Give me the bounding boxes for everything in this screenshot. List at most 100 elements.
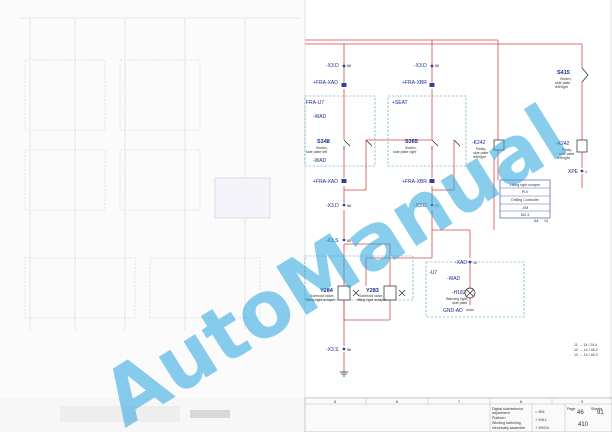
solenoid-box (304, 255, 414, 301)
label-fra-u7: FRA-U7 (306, 100, 324, 106)
s365-desc-1: Switch, (405, 146, 417, 150)
terminal-x3s-mid (342, 238, 346, 242)
switch-s365-contact-b (453, 139, 461, 147)
plc-line5: DI2.3 (521, 213, 530, 217)
label-h182: -H182 (452, 290, 466, 296)
connector-fra-xbr-mid (429, 179, 435, 183)
plc-title: Lifting right scraper (510, 183, 541, 187)
s415-desc-3: left/right (555, 85, 568, 89)
labels: -X3.D 66 -X3.D 65 +FRA-XAD +FRA-XBR FRA-… (306, 63, 587, 353)
tb-code-2: + MILL (535, 417, 548, 422)
fra-u7-box (304, 95, 376, 167)
label-wad-1: -WAD (313, 114, 327, 120)
dashed-boxes (304, 95, 525, 318)
s348-desc-2: side plate left (306, 150, 327, 154)
label-xpe: XPE (568, 169, 579, 175)
connectors (341, 64, 584, 351)
y284-desc-1: Solenoid valve, (310, 294, 334, 298)
warning-light-h182 (464, 287, 476, 299)
ground-symbols (340, 309, 474, 377)
faded-left-page (0, 0, 305, 432)
tb-code-3: + EBOX (535, 425, 550, 430)
terminal-x3d-mid-left (342, 203, 346, 207)
pin-x3s-mid: 85 (347, 239, 351, 243)
s348-desc-1: Switch, (316, 146, 328, 150)
tb-desc-2: adjustment (492, 411, 510, 415)
column-number-6: 6 (396, 399, 399, 404)
terminal-xad (468, 260, 472, 264)
ground-bottom-icon (340, 371, 348, 377)
tb-desc-4: Winding switching (492, 421, 521, 425)
y283-desc-1: Solenoid valve, (359, 294, 383, 298)
plc-line3: Drilling Controller (511, 198, 539, 202)
s415-desc-2: side plate (555, 81, 570, 85)
solenoid-y284 (337, 285, 351, 301)
s365-desc-2: side plate right (393, 150, 416, 154)
label-k242-right: -K242 (556, 141, 570, 147)
terminal-x3d-right (430, 64, 434, 68)
switches (343, 67, 589, 153)
label-fra-xad-mid: +FRA-XAD (313, 179, 338, 185)
y283-desc-2: lifting right scraper (357, 298, 387, 302)
tb-page-label: Page (567, 407, 575, 411)
label-y284: Y284 (320, 288, 334, 294)
label-x3d-left: -X3.D (326, 63, 339, 69)
tb-desc-1: Digital side/selector (492, 407, 524, 411)
label-u7: -U7 (429, 270, 437, 276)
label-k242-mid: -K242 (472, 140, 486, 146)
relay-k242-mid-contact (493, 139, 505, 151)
label-x3s-bottom: -X3.S (326, 347, 339, 353)
u7-box (425, 261, 525, 318)
wiring (305, 39, 583, 372)
pin-x3d-right: 65 (435, 64, 439, 68)
h182-desc-2: side plate (452, 301, 467, 305)
switch-s348-contact (343, 139, 351, 150)
column-number-8: 8 (520, 399, 523, 404)
pin-xad: 10 (473, 261, 477, 265)
label-y283: Y283 (366, 288, 379, 294)
tb-code-1: = BM (535, 409, 544, 414)
plc-line2: PLV (522, 190, 529, 194)
label-fra-xbr-top: +FRA-XBR (402, 80, 427, 86)
label-x3d-right: -X3.D (414, 63, 427, 69)
label-gnd-ad: GND-AD (443, 308, 463, 314)
label-s365: S365 (405, 139, 418, 145)
k242-mid-desc-3: left/right (473, 155, 486, 159)
h182-desc-1: Warning light, (446, 297, 468, 301)
label-x3d-mid-left: -X3.D (326, 203, 339, 209)
tb-desc-5: electrically assemble (492, 426, 525, 430)
label-fra-xad-top: +FRA-XAD (313, 80, 338, 86)
label-x3d-mid-right: -X3.D (414, 203, 427, 209)
tb-sheet-label: Sheets (591, 407, 602, 411)
k242-mid-desc-1: Relay, (476, 147, 486, 151)
tb-sheet-no: 91 (597, 410, 604, 416)
s415-desc-1: Switch, (560, 77, 572, 81)
terminal-x3d-mid-right (430, 203, 434, 207)
label-wad-2: -WAD (313, 158, 327, 164)
column-number-9: 9 (581, 399, 584, 404)
plc-pin-right: 14 (544, 219, 548, 223)
label-s348: S348 (317, 139, 330, 145)
k242-right-desc-1: Relay, (562, 148, 572, 152)
valve-y283-icon (398, 289, 406, 297)
connector-fra-xbr-top (429, 83, 435, 87)
pin-x3s-bottom: 86 (347, 348, 351, 352)
terminal-xpe (580, 169, 584, 173)
cross-ref-3: 13 → 14 / 46.3 (574, 353, 598, 357)
switch-s348-contact-b (365, 139, 373, 147)
switch-s415-contact (581, 67, 589, 83)
pin-x3d-mid-right: 71 (435, 204, 439, 208)
column-number-7: 7 (458, 399, 461, 404)
k242-right-desc-2: side plate (559, 152, 574, 156)
cross-ref-1: 11 → 14 / 24.4 (574, 343, 597, 347)
label-xad: -XAD (455, 260, 467, 266)
relay-k242-coil (576, 139, 588, 153)
pin-x3d-mid-left: 68 (347, 204, 351, 208)
cross-ref-2: 12 → 14 / 46.2 (574, 348, 598, 352)
plc-pin-left: A4 (534, 219, 538, 223)
connector-fra-xad-top (341, 83, 347, 87)
tb-doc-no: 410 (578, 422, 589, 428)
seat-box (387, 95, 467, 167)
